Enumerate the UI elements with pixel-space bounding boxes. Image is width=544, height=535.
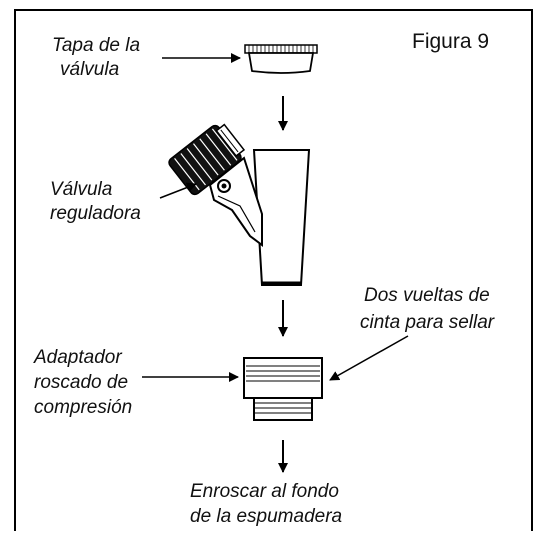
valve-cap-part: [244, 44, 318, 74]
tape-label-line1: Dos vueltas de: [364, 285, 490, 306]
cap-label-line2: válvula: [60, 59, 120, 80]
bottom-label-line2: de la espumadera: [190, 506, 343, 527]
valve-leader-arrow: [159, 182, 197, 199]
valve-label-line1: Válvula: [50, 179, 113, 200]
adapter-label-line3: compresión: [34, 397, 133, 418]
tape-label-line2: cinta para sellar: [360, 312, 495, 333]
figure-frame: [14, 9, 533, 531]
regulating-valve-part: [168, 123, 311, 286]
figure-title: Figura 9: [412, 30, 490, 53]
bottom-label-line1: Enroscar al fondo: [190, 481, 339, 502]
tape-leader-arrow: [329, 335, 409, 381]
valve-label-line2: reguladora: [50, 203, 141, 224]
adapter-label-line1: Adaptador: [34, 347, 122, 368]
cap-label-line1: Tapa de la: [52, 35, 141, 56]
adapter-label-line2: roscado de: [34, 372, 129, 393]
compression-adapter-part: [243, 357, 323, 421]
